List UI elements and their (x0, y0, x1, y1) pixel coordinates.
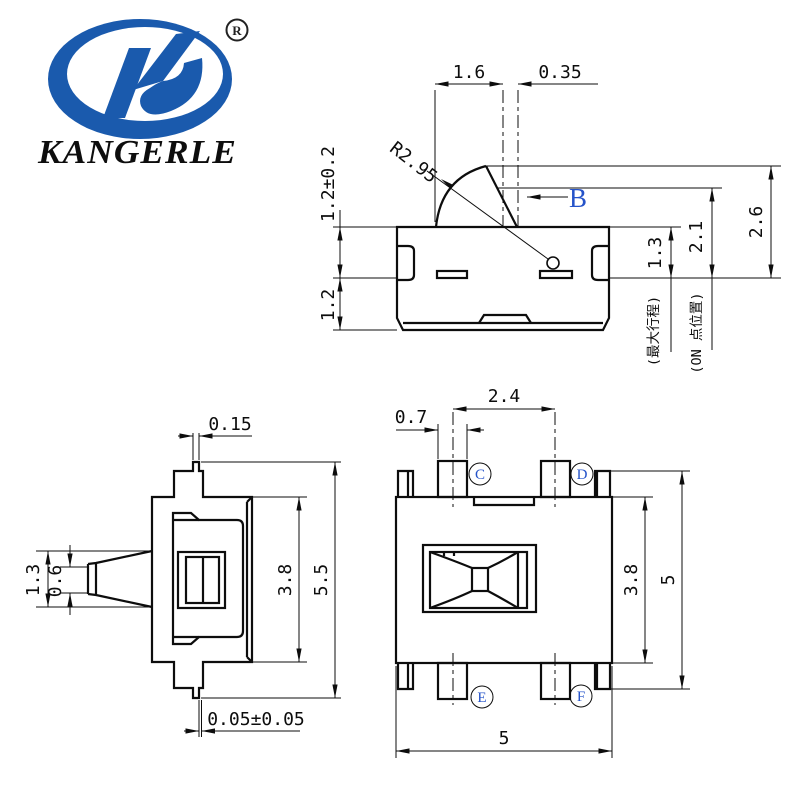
terminal-label-f: F (577, 689, 585, 705)
dim-0-7: 0.7 (395, 407, 428, 428)
dim-3-8-front: 3.8 (275, 564, 296, 597)
dim-5-5: 5.5 (311, 564, 332, 597)
dim-3-8-bottom: 3.8 (621, 564, 642, 597)
logo-k-stroke-1 (103, 48, 151, 118)
top-view-dimension-lines (333, 81, 781, 352)
brand-logo: R KANGERLE (30, 12, 280, 182)
dim-0-35: 0.35 (538, 62, 581, 83)
brand-name: KANGERLE (38, 134, 237, 171)
dim-2-4: 2.4 (488, 386, 521, 407)
radius-arrowhead (441, 179, 453, 189)
logo-k-tail (140, 58, 203, 115)
note-max-travel: (最大行程) (646, 296, 662, 366)
registered-mark: R (232, 23, 242, 38)
dim-1-2-tol: 1.2±0.2 (318, 146, 339, 222)
front-view: 0.15 5.5 3.8 1.3 0.6 0.05±0.05 (23, 414, 341, 737)
note-on-point: (ON 点位置) (689, 292, 705, 373)
top-view-centerlines (502, 90, 519, 227)
terminal-label-e: E (477, 690, 486, 706)
registered-circle (225, 18, 249, 42)
dim-1-3-front: 1.3 (23, 564, 44, 597)
dim-1-3-travel: 1.3 (645, 237, 666, 270)
front-view-outline (86, 460, 254, 700)
top-view-outline (395, 164, 611, 332)
dim-0-15: 0.15 (208, 414, 251, 435)
terminal-centerlines (452, 412, 556, 705)
logo-k-arm (133, 31, 200, 90)
bottom-view-dimension-lines (395, 406, 690, 758)
logo-mark: R (48, 18, 249, 139)
front-view-dimension-lines (36, 433, 341, 737)
dim-1-6: 1.6 (453, 62, 486, 83)
dim-5-bottom: 5 (499, 728, 510, 749)
section-label-b: B (569, 183, 587, 213)
bottom-view-outline (394, 459, 614, 701)
dim-5-right: 5 (658, 575, 679, 586)
terminal-label-d: D (577, 467, 588, 483)
terminal-label-c: C (475, 467, 485, 483)
dim-1-2: 1.2 (318, 289, 339, 322)
bottom-view: 2.4 0.7 3.8 5 5 C D E F (395, 386, 690, 758)
pivot-center-point (546, 256, 560, 270)
dim-0-6: 0.6 (45, 565, 66, 598)
radius-callout: R2.95 (386, 138, 442, 188)
dim-0-05: 0.05±0.05 (207, 709, 305, 730)
top-view: 1.6 0.35 R2.95 B 1.2±0.2 1.2 1.3 (最大行程) … (318, 62, 781, 374)
dim-2-6: 2.6 (746, 206, 767, 239)
dim-2-1: 2.1 (686, 221, 707, 254)
